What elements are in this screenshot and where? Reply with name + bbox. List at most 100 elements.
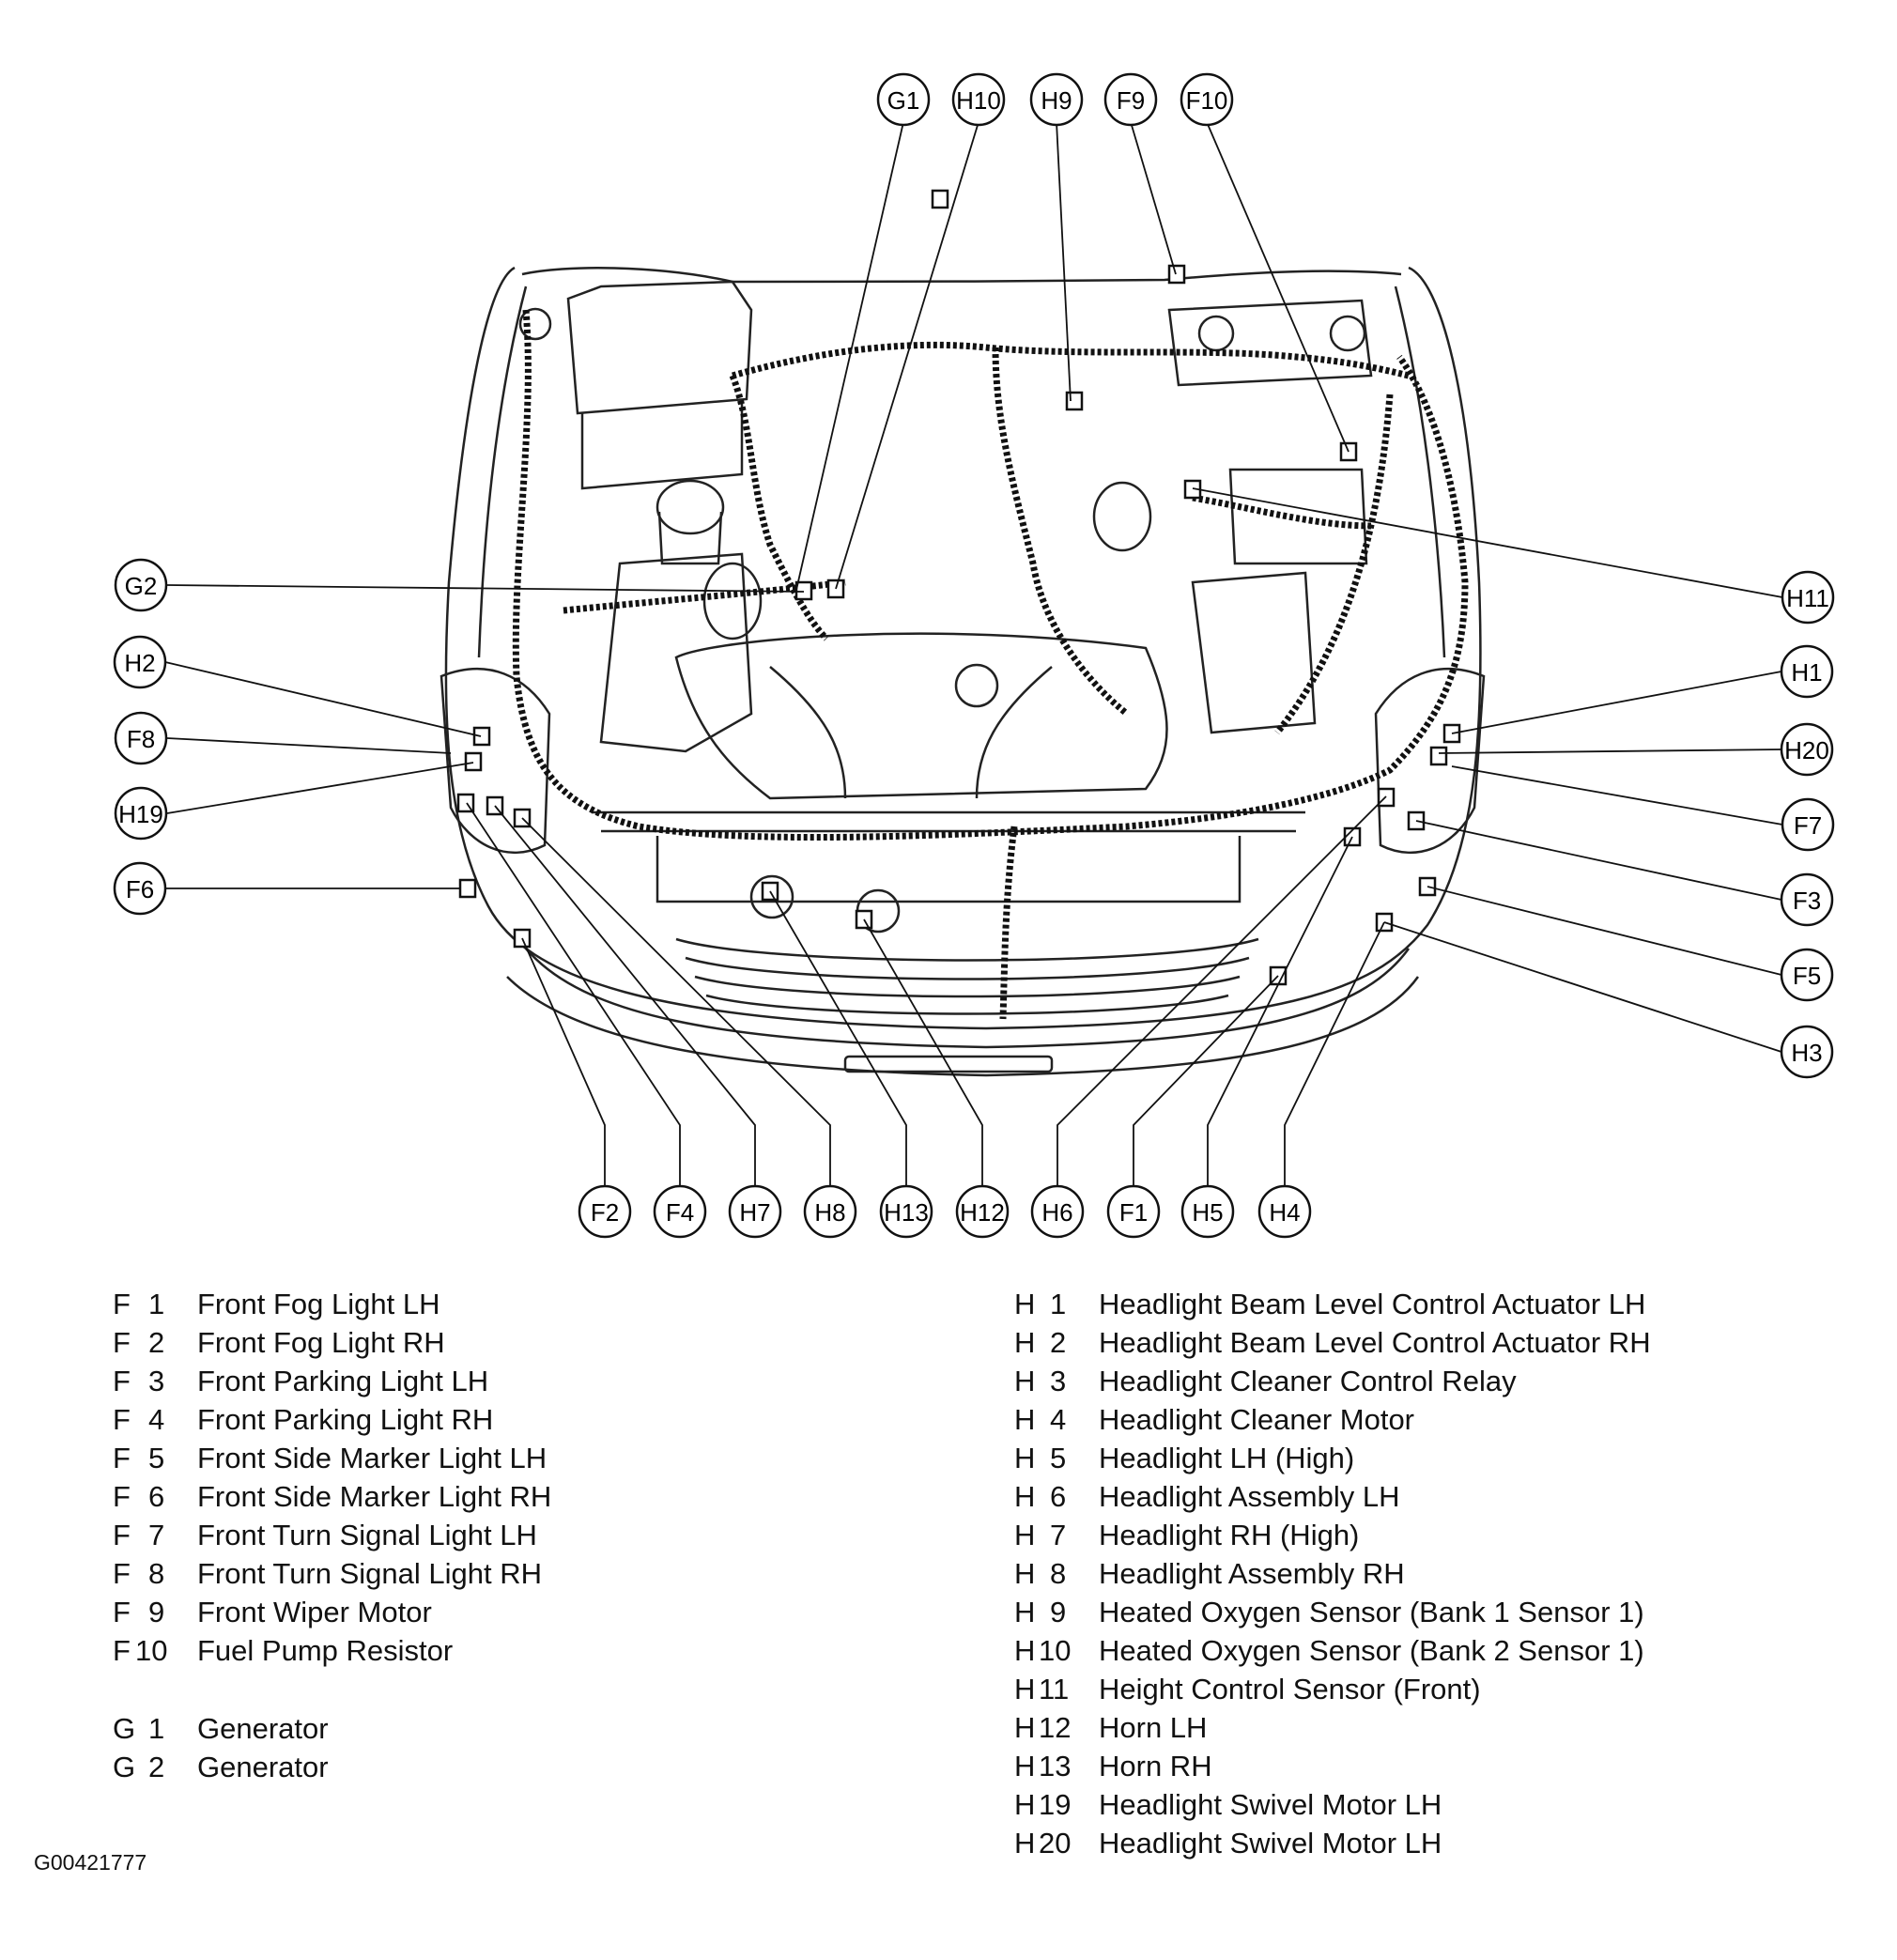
legend-gap (113, 1670, 883, 1709)
legend-code-number: 1 (148, 1288, 165, 1320)
callout-h20-label: H20 (1784, 736, 1829, 764)
air-intake-duct (599, 552, 753, 753)
callout-f1: F1 (1106, 1184, 1161, 1239)
callout-h2-label: H2 (124, 649, 155, 677)
legend-description: Height Control Sensor (Front) (1099, 1673, 1481, 1705)
callout-f2: F2 (578, 1184, 632, 1239)
legend-code-number: 12 (1039, 1711, 1072, 1744)
legend-code-number: 9 (148, 1596, 165, 1628)
callout-f7-label: F7 (1794, 811, 1822, 840)
legend-code-prefix: F (113, 1442, 131, 1474)
legend-code-number: 5 (1050, 1442, 1067, 1474)
legend-description: Headlight Cleaner Motor (1099, 1403, 1415, 1436)
legend-code-prefix: H (1014, 1557, 1036, 1590)
callout-h5: H5 (1180, 1184, 1235, 1239)
legend-description: Headlight Beam Level Control Actuator RH (1099, 1326, 1651, 1359)
legend-code-number: 2 (1050, 1326, 1067, 1359)
legend-description: Headlight Cleaner Control Relay (1099, 1365, 1517, 1397)
relay-block (1228, 468, 1368, 565)
callout-h4-label: H4 (1269, 1198, 1300, 1227)
legend-code-number: 4 (148, 1403, 165, 1436)
horn-rh (749, 874, 794, 919)
legend-code-prefix: H (1014, 1673, 1036, 1705)
connectors (456, 189, 1461, 986)
callout-g2: G2 (114, 558, 168, 612)
legend-code-prefix: H (1014, 1788, 1036, 1821)
legend-description: Headlight Assembly LH (1099, 1480, 1400, 1513)
callout-g1-label: G1 (887, 86, 920, 115)
legend-code-prefix: H (1014, 1519, 1036, 1551)
callout-f2-label: F2 (591, 1198, 619, 1227)
legend-code-prefix: H (1014, 1596, 1036, 1628)
legend-code-number: 3 (1050, 1365, 1067, 1397)
legend-description: Front Fog Light RH (197, 1326, 445, 1359)
legend-code-prefix: F (113, 1365, 131, 1397)
legend-code-number: 6 (148, 1480, 165, 1513)
legend-description: Headlight Swivel Motor LH (1099, 1827, 1442, 1860)
legend-code-number: 10 (1039, 1634, 1072, 1667)
legend-code-number: 5 (148, 1442, 165, 1474)
callout-g2-label: G2 (125, 572, 158, 600)
callout-h8-label: H8 (814, 1198, 845, 1227)
callout-g1: G1 (876, 72, 931, 127)
callout-h1: H1 (1780, 644, 1834, 699)
callout-f8: F8 (114, 711, 168, 765)
legend-code-number: 2 (148, 1751, 165, 1783)
legend-code-number: 11 (1039, 1673, 1070, 1705)
legend-code-number: 4 (1050, 1403, 1067, 1436)
legend-code-prefix: H (1014, 1634, 1036, 1667)
legend-code-prefix: H (1014, 1827, 1036, 1860)
callout-h13: H13 (879, 1184, 933, 1239)
legend-description: Front Fog Light LH (197, 1288, 440, 1320)
callout-h7: H7 (728, 1184, 782, 1239)
callout-h1-label: H1 (1791, 658, 1822, 687)
legend-code-number: 7 (148, 1519, 165, 1551)
callout-f6: F6 (113, 861, 167, 916)
legend-code-prefix: F (113, 1403, 131, 1436)
callout-f5: F5 (1780, 948, 1834, 1002)
callout-h19: H19 (114, 786, 168, 841)
legend-code-prefix: H (1014, 1442, 1036, 1474)
callout-h9: H9 (1029, 72, 1084, 127)
callout-f5-label: F5 (1793, 962, 1821, 990)
figure-id: G00421777 (34, 1850, 147, 1875)
leader-lines (164, 121, 1783, 1186)
callout-h2: H2 (113, 635, 167, 689)
engine-compartment-diagram: G1 H10 H9 F9 F10 G2 H2 F8 (113, 72, 1835, 1239)
legend-code-number: 3 (148, 1365, 165, 1397)
callout-h11-label: H11 (1786, 584, 1829, 612)
legend-description: Front Turn Signal Light RH (197, 1557, 543, 1590)
legend-code-number: 1 (1050, 1288, 1067, 1320)
callout-h12-label: H12 (960, 1198, 1005, 1227)
legend-description: Headlight Assembly RH (1099, 1557, 1405, 1590)
legend-description: Front Side Marker Light LH (197, 1442, 548, 1474)
legend-code-prefix: H (1014, 1403, 1036, 1436)
callout-f6-label: F6 (126, 875, 154, 903)
legend-code-prefix: H (1014, 1326, 1036, 1359)
legend-code-prefix: F (113, 1326, 131, 1359)
legend-code-prefix: H (1014, 1365, 1036, 1397)
